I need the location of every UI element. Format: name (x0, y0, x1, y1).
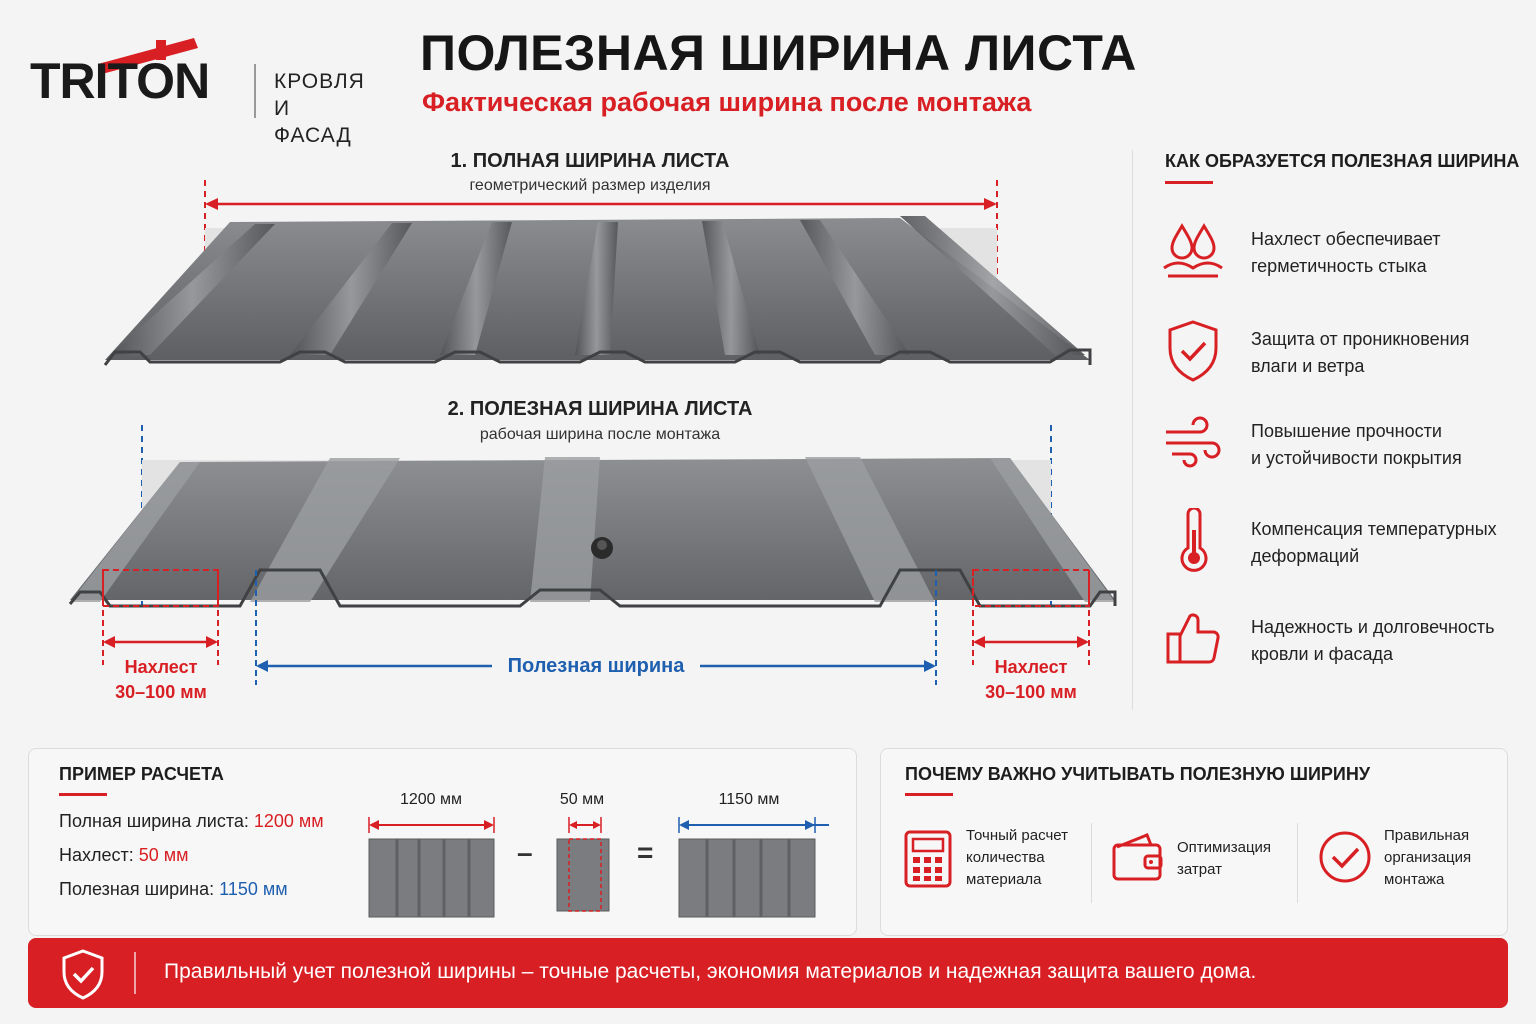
feature-line2: и устойчивости покрытия (1251, 448, 1462, 468)
calc-useful-value: 1150 мм (219, 879, 288, 899)
logo-tagline: КРОВЛЯ И ФАСАД (274, 68, 365, 149)
feature-line2: кровли и фасада (1251, 644, 1394, 664)
calc-overlap-label: Нахлест: (59, 845, 139, 865)
why-text: Правильная организация монтажа (1384, 825, 1471, 891)
why-separator (1091, 823, 1092, 903)
sheet1-subtitle: геометрический размер изделия (469, 177, 711, 194)
feature-line2: деформаций (1251, 546, 1360, 566)
wallet-icon (1112, 833, 1163, 881)
calc-full-width-line: Полная ширина листа: 1200 мм (59, 811, 324, 832)
overlap-right-line1: Нахлест (994, 657, 1068, 677)
logo-tagline-line2: И ФАСАД (274, 97, 352, 147)
dim-overlap-label: 50 мм (559, 791, 605, 808)
feature-item: Защита от проникновения влаги и ветра (1160, 318, 1530, 388)
calc-full-label: Полная ширина листа: (59, 811, 254, 831)
feature-line1: Повышение прочности (1251, 421, 1442, 441)
why-item: Оптимизация затрат (1111, 827, 1301, 907)
why-line1: Правильная (1384, 827, 1470, 844)
overlap-right-line2: 30–100 мм (985, 682, 1077, 702)
feature-line1: Нахлест обеспечивает (1251, 229, 1441, 249)
sheet1-title: 1. ПОЛНАЯ ШИРИНА ЛИСТА (450, 150, 730, 172)
feature-line2: герметичность стыка (1251, 256, 1427, 276)
panel-title: КАК ОБРАЗУЕТСЯ ПОЛЕЗНАЯ ШИРИНА (1165, 151, 1520, 171)
shield-check-icon (62, 949, 104, 1000)
panel-divider (1132, 150, 1133, 710)
why-line2: количества (966, 849, 1045, 866)
useful-width-label: Полезная ширина (507, 655, 685, 677)
feature-text: Компенсация температурных деформаций (1251, 516, 1497, 570)
why-text: Точный расчет количества материала (966, 825, 1068, 891)
sheet1-illustration (103, 180, 1092, 366)
why-line3: материала (966, 871, 1042, 888)
calc-diagram (368, 817, 829, 918)
thermometer-icon (1180, 508, 1208, 572)
feature-line1: Защита от проникновения (1251, 329, 1470, 349)
feature-line2: влаги и ветра (1251, 356, 1365, 376)
overlap-left-line1: Нахлест (124, 657, 198, 677)
footer-banner: Правильный учет полезной ширины – точные… (28, 938, 1508, 1008)
feature-item: Компенсация температурных деформаций (1160, 508, 1530, 578)
calc-useful-line: Полезная ширина: 1150 мм (59, 879, 288, 900)
feature-item: Повышение прочности и устойчивости покры… (1160, 410, 1530, 480)
overlap-right-label: Нахлест 30–100 мм (970, 655, 1092, 705)
feature-item: Надежность и долговечность кровли и фаса… (1160, 606, 1530, 676)
why-line3: монтажа (1384, 871, 1445, 888)
why-text: Оптимизация затрат (1177, 837, 1271, 881)
why-separator (1297, 823, 1298, 903)
banner-text: Правильный учет полезной ширины – точные… (164, 960, 1257, 983)
calc-title-underline (59, 793, 107, 796)
logo-tagline-line1: КРОВЛЯ (274, 70, 365, 93)
panel-title-underline (1165, 181, 1213, 184)
calc-example-card: ПРИМЕР РАСЧЕТА Полная ширина листа: 1200… (28, 748, 857, 936)
calculator-icon (904, 830, 952, 888)
why-title: ПОЧЕМУ ВАЖНО УЧИТЫВАТЬ ПОЛЕЗНУЮ ШИРИНУ (905, 764, 1371, 784)
why-line2: организация (1384, 849, 1472, 866)
banner-separator (134, 952, 136, 994)
logo-wordmark: TRITON (30, 53, 210, 109)
feature-text: Нахлест обеспечивает герметичность стыка (1251, 226, 1441, 280)
feature-text: Надежность и долговечность кровли и фаса… (1251, 614, 1495, 668)
shield-check-icon (1168, 320, 1218, 382)
calc-useful-label: Полезная ширина: (59, 879, 220, 899)
why-line2: затрат (1177, 861, 1222, 878)
logo-separator (254, 64, 256, 118)
calc-full-value: 1200 мм (253, 811, 324, 831)
why-item: Правильная организация монтажа (1317, 827, 1497, 907)
dim-useful-label: 1150 мм (718, 791, 780, 808)
why-title-underline (905, 793, 953, 796)
why-item: Точный расчет количества материала (903, 827, 1093, 907)
feature-line1: Компенсация температурных (1251, 519, 1497, 539)
page-title: ПОЛЕЗНАЯ ШИРИНА ЛИСТА (420, 25, 1137, 81)
calc-overlap-value: 50 мм (138, 845, 189, 865)
page-subtitle: Фактическая рабочая ширина после монтажа (422, 87, 1032, 117)
equals-sign: = (637, 837, 654, 868)
check-circle-icon (1319, 831, 1371, 883)
calc-title: ПРИМЕР РАСЧЕТА (59, 764, 224, 784)
calc-overlap-line: Нахлест: 50 мм (59, 845, 189, 866)
dim-full-label: 1200 мм (399, 791, 463, 808)
thumbs-up-icon (1166, 613, 1220, 664)
feature-item: Нахлест обеспечивает герметичность стыка (1160, 218, 1530, 288)
why-line1: Точный расчет (966, 827, 1068, 844)
overlap-left-line2: 30–100 мм (115, 682, 207, 702)
sheet2-illustration (68, 425, 1117, 685)
feature-text: Защита от проникновения влаги и ветра (1251, 326, 1469, 380)
overlap-left-label: Нахлест 30–100 мм (100, 655, 222, 705)
feature-line1: Надежность и долговечность (1251, 617, 1495, 637)
why-line1: Оптимизация (1177, 839, 1272, 856)
minus-sign: – (517, 837, 533, 868)
sheet2-subtitle: рабочая ширина после монтажа (479, 426, 721, 443)
wind-icon (1166, 416, 1221, 468)
why-card: ПОЧЕМУ ВАЖНО УЧИТЫВАТЬ ПОЛЕЗНУЮ ШИРИНУ Т… (880, 748, 1508, 936)
brand-logo: TRITON КРОВЛЯ И ФАСАД (30, 20, 364, 147)
water-drops-icon (1163, 223, 1223, 278)
feature-text: Повышение прочности и устойчивости покры… (1251, 418, 1462, 472)
sheet2-title: 2. ПОЛЕЗНАЯ ШИРИНА ЛИСТА (447, 398, 753, 420)
logo-roof-mark-icon (98, 38, 198, 74)
